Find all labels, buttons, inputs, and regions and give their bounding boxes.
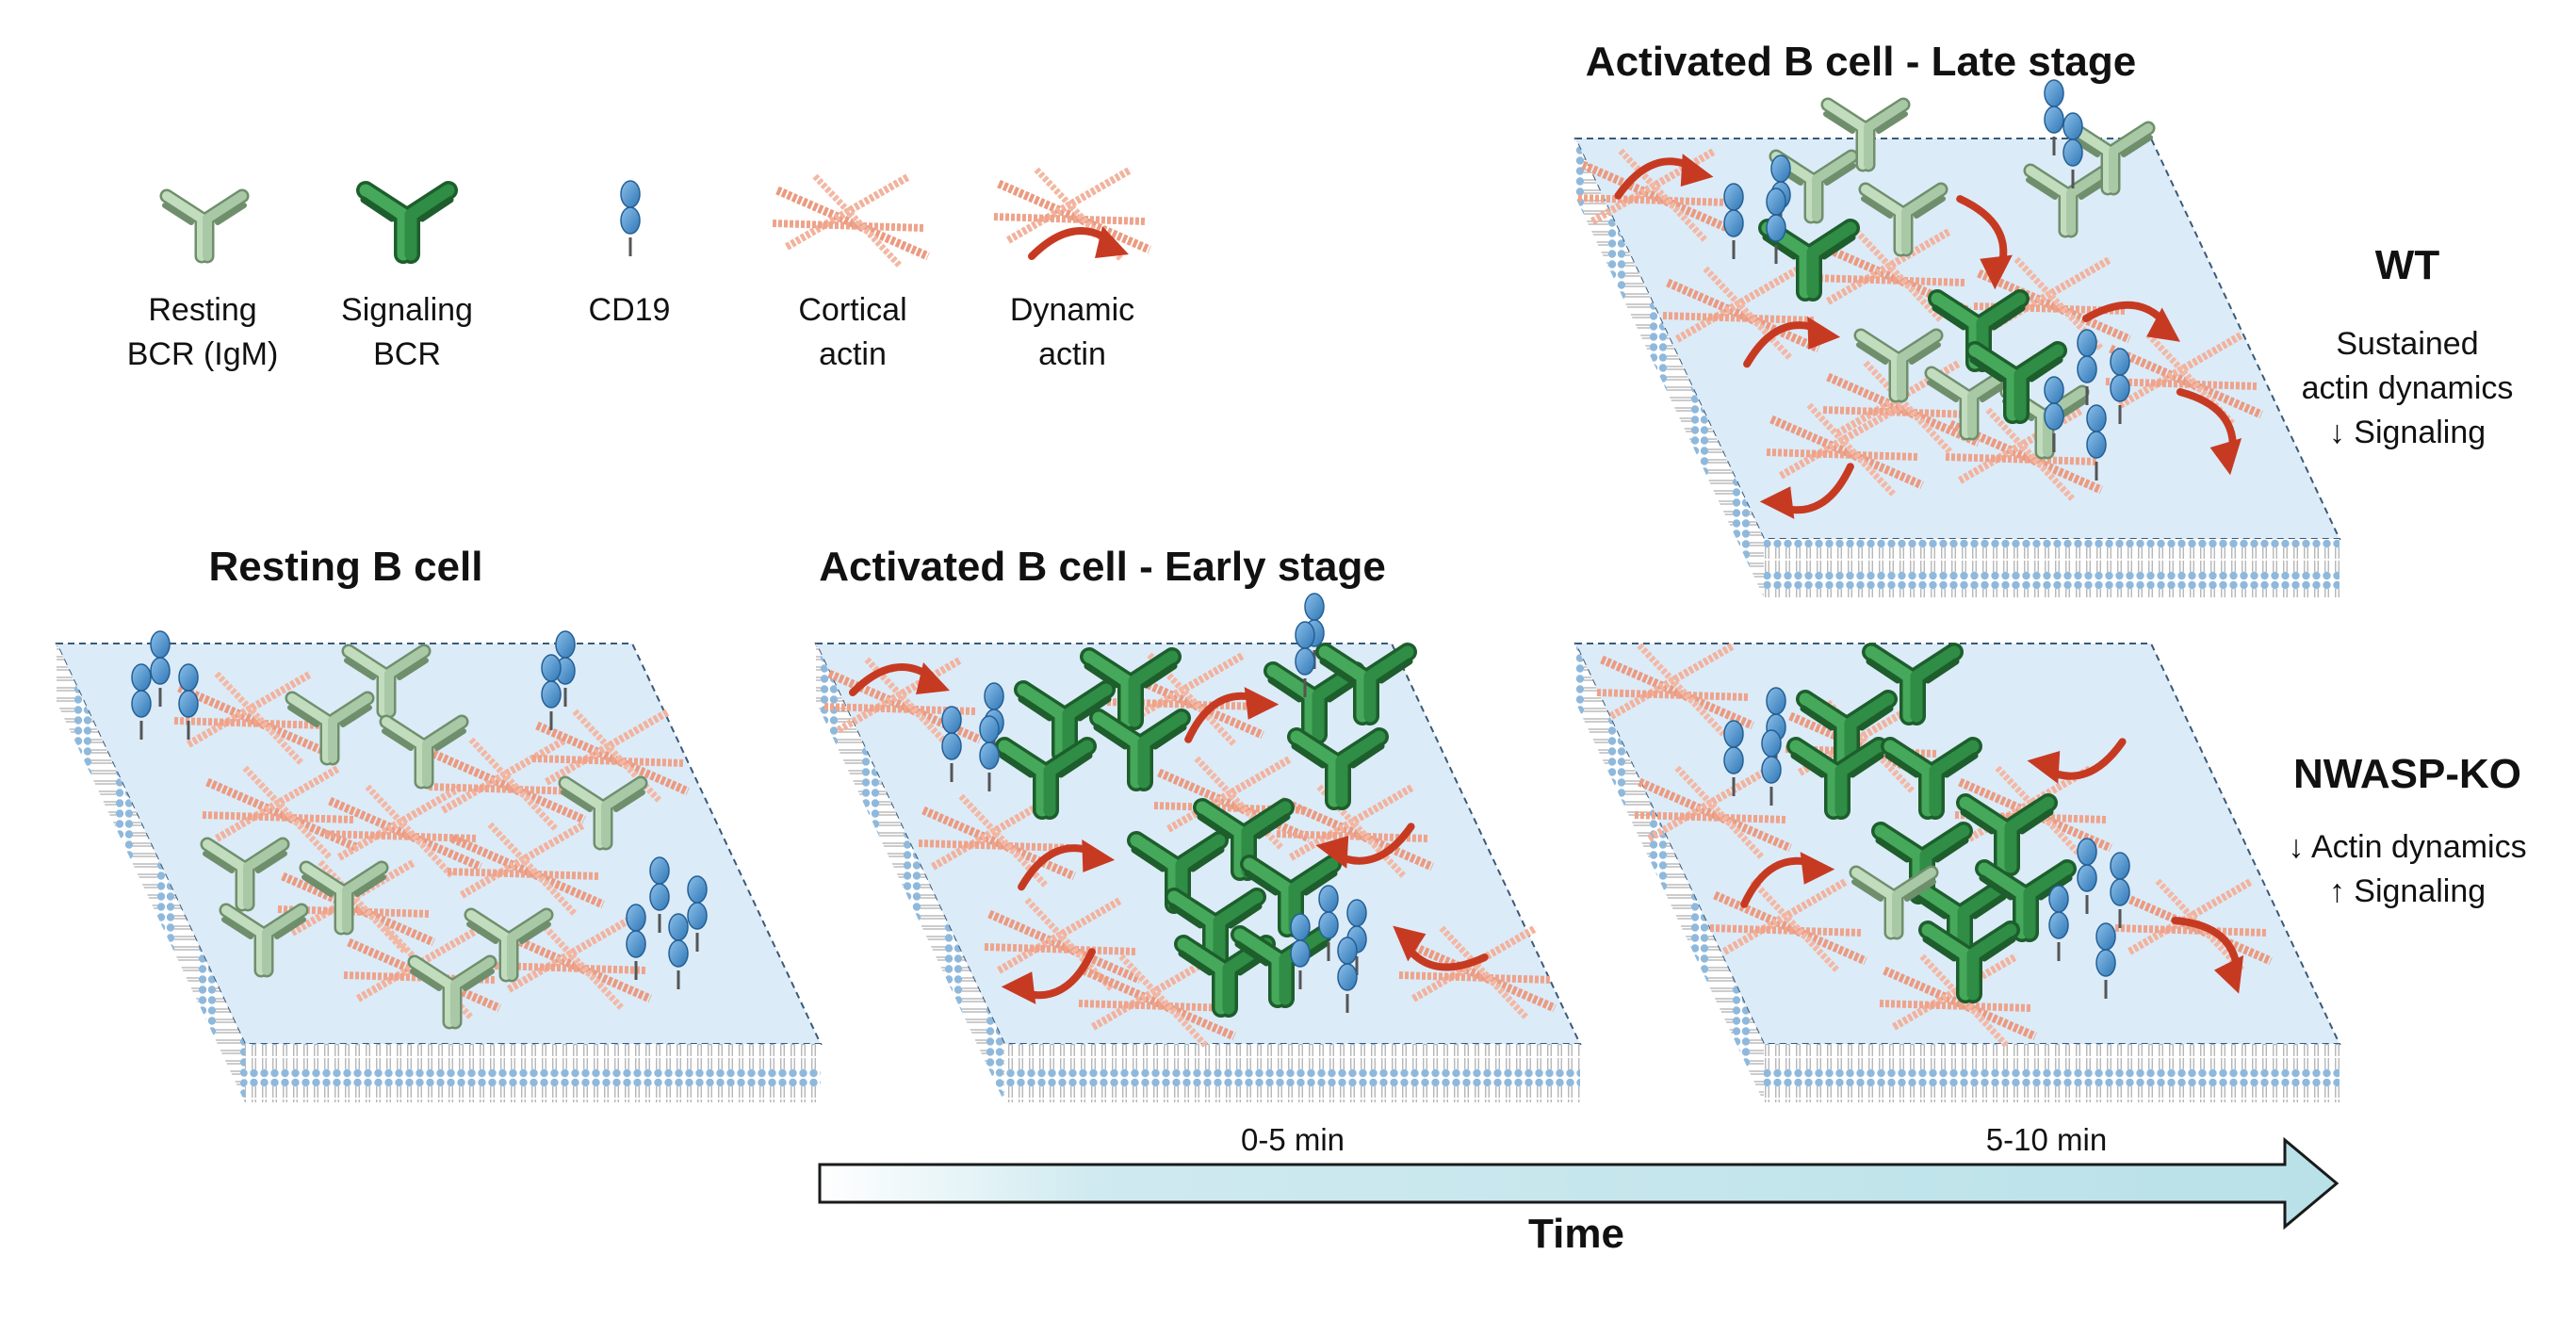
legend-cd19-icon (619, 179, 642, 258)
legend-dynamic-actin-label: Dynamic actin (1010, 288, 1134, 377)
ko-note-line1: ↓ Actin dynamics (2288, 829, 2527, 865)
legend-dynamic-actin-line2: actin (1038, 336, 1106, 372)
legend-signaling-bcr-label: Signaling BCR (341, 288, 473, 377)
legend-cd19-label: CD19 (589, 288, 671, 333)
legend-signaling-bcr-line1: Signaling (341, 292, 473, 328)
title-resting-b-cell: Resting B cell (208, 544, 483, 590)
title-late-stage: Activated B cell - Late stage (1585, 39, 2137, 85)
wt-note-line3: ↓ Signaling (2328, 415, 2486, 450)
legend-dynamic-actin-icon (994, 170, 1149, 259)
time-arrow (818, 1136, 2340, 1230)
condition-wt-note: Sustained actin dynamics ↓ Signaling (2302, 322, 2514, 455)
legend-cortical-actin-line2: actin (819, 336, 887, 372)
legend-cortical-actin-label: Cortical actin (798, 288, 906, 377)
legend-dynamic-actin-line1: Dynamic (1009, 292, 1135, 328)
ko-note-line2: ↑ Signaling (2328, 873, 2486, 909)
legend-cortical-actin-line1: Cortical (798, 292, 907, 328)
wt-note-line2: actin dynamics (2301, 370, 2514, 406)
membrane-resting (55, 643, 823, 1102)
timeline-tick-0-5-min: 0-5 min (1240, 1122, 1345, 1157)
legend-signaling-bcr-icon (364, 190, 450, 254)
legend-resting-bcr-line2: BCR (IgM) (126, 336, 279, 372)
legend-resting-bcr-label: Resting BCR (IgM) (127, 288, 279, 377)
condition-wt-label: WT (2374, 242, 2440, 288)
timeline-axis-label: Time (1528, 1211, 1624, 1257)
legend-cd19-line1: CD19 (588, 292, 671, 328)
legend-cortical-actin-icon (773, 176, 928, 266)
condition-ko-label: NWASP-KO (2293, 751, 2521, 797)
membrane-late-ko (1573, 643, 2341, 1102)
legend-resting-bcr-line1: Resting (148, 292, 257, 328)
wt-note-line1: Sustained (2336, 326, 2479, 362)
legend-resting-bcr-icon (165, 196, 244, 256)
legend-icons (165, 170, 1149, 266)
title-early-stage: Activated B cell - Early stage (819, 544, 1386, 590)
legend-signaling-bcr-line2: BCR (373, 336, 441, 372)
condition-ko-note: ↓ Actin dynamics ↑ Signaling (2288, 825, 2526, 914)
timeline-tick-5-10-min: 5-10 min (1985, 1122, 2108, 1157)
